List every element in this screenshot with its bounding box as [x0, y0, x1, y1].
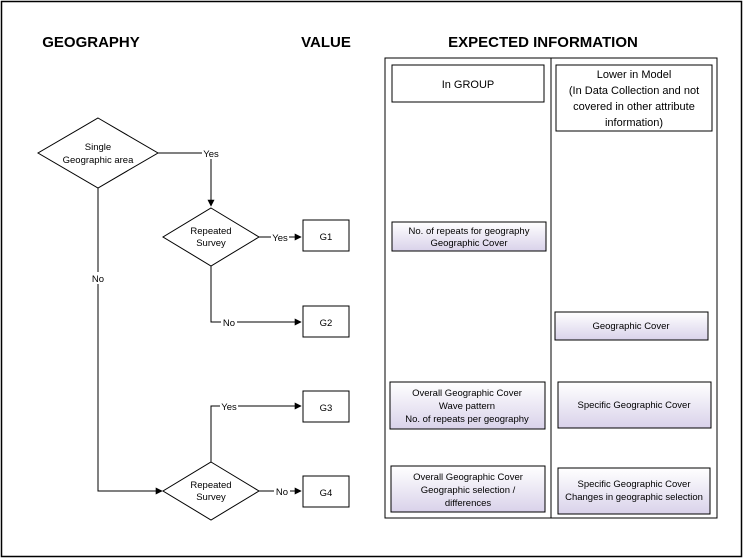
connector-rep2-yes — [210, 402, 302, 462]
group-info-g1-line1: No. of repeats for geography — [409, 226, 530, 237]
expected-information-header: EXPECTED INFORMATION — [448, 34, 638, 51]
lower-info-g2-line1: Geographic Cover — [592, 321, 669, 332]
value-box-g4 — [302, 475, 350, 508]
value-g2: G2 — [320, 318, 333, 329]
edge-label-rep1-yes: Yes — [272, 233, 288, 244]
lower-info-g4-line2: Changes in geographic selection — [565, 492, 703, 503]
lower-info-g4 — [557, 467, 711, 515]
group-column-header: In GROUP — [442, 79, 495, 91]
edge-label-single-no: No — [92, 274, 104, 285]
lower-info-g4-line1: Specific Geographic Cover — [578, 479, 691, 490]
lower-column-header-box — [555, 64, 713, 132]
group-info-g1-line2: Geographic Cover — [430, 238, 507, 249]
lower-column-frame — [550, 57, 718, 519]
geography-header: GEOGRAPHY — [42, 34, 140, 51]
repeated2-line2: Survey — [196, 492, 226, 503]
group-info-g4-line1: Overall Geographic Cover — [413, 472, 523, 483]
single-geographic-area-decision — [37, 117, 159, 189]
lower-info-g3-line1: Specific Geographic Cover — [578, 400, 691, 411]
group-info-g4-line2: Geographic selection / — [421, 485, 516, 496]
connector-single-no — [97, 188, 163, 495]
group-column-header-box — [391, 64, 545, 103]
value-g3: G3 — [320, 403, 333, 414]
lower-column-header-line1: Lower in Model — [597, 69, 672, 81]
repeated2-line1: Repeated — [190, 480, 231, 491]
repeated1-line2: Survey — [196, 238, 226, 249]
edge-label-rep2-yes: Yes — [221, 402, 237, 413]
value-header: VALUE — [301, 34, 351, 51]
connector-rep1-no — [210, 266, 302, 326]
lower-column-header-line4: information) — [605, 117, 663, 129]
group-info-g4-line3: differences — [445, 498, 492, 509]
lower-column-header-line2: (In Data Collection and not — [569, 85, 699, 97]
single-decision-line1: Single — [85, 142, 111, 153]
edge-label-rep1-no: No — [223, 318, 235, 329]
group-info-g4 — [390, 465, 546, 513]
value-box-g2 — [302, 305, 350, 338]
single-decision-line2: Geographic area — [63, 155, 134, 166]
edge-label-single-yes: Yes — [203, 149, 219, 160]
edge-label-rep2-no: No — [276, 487, 288, 498]
value-g4: G4 — [320, 488, 333, 499]
group-info-g3-line3: No. of repeats per geography — [405, 414, 529, 425]
group-info-g3-line2: Wave pattern — [439, 401, 495, 412]
group-info-g3-line1: Overall Geographic Cover — [412, 388, 522, 399]
group-info-g1 — [391, 221, 547, 252]
lower-column-header-line3: covered in other attribute — [573, 101, 695, 113]
value-box-g1 — [302, 219, 350, 252]
lower-info-g3 — [557, 381, 712, 429]
repeated-survey-decision-2 — [162, 461, 260, 521]
value-box-g3 — [302, 390, 350, 423]
group-info-g3 — [389, 381, 546, 430]
lower-info-g2 — [554, 311, 709, 341]
repeated1-line1: Repeated — [190, 226, 231, 237]
value-g1: G1 — [320, 232, 333, 243]
repeated-survey-decision-1 — [162, 207, 260, 267]
